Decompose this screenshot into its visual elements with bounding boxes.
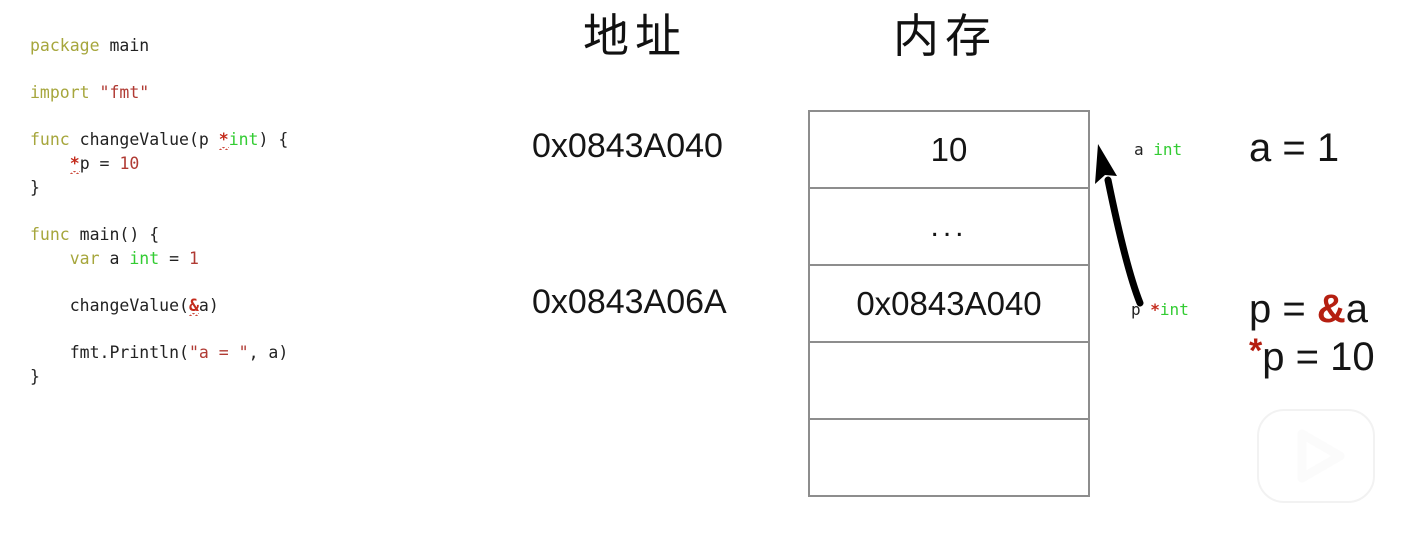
memory-cell <box>810 420 1088 495</box>
code-token: * <box>69 154 80 173</box>
code-token: * <box>218 130 229 149</box>
code-token: & <box>188 296 199 315</box>
expression-p-lhs: p = <box>1249 287 1317 331</box>
code-token: int <box>129 249 160 268</box>
memory-cell <box>810 343 1088 420</box>
code-token: "a = " <box>188 343 249 362</box>
address-label-row-0: 0x0843A040 <box>532 127 723 165</box>
code-token: } <box>30 367 40 386</box>
code-block: package main import "fmt" func changeValue… <box>30 34 490 389</box>
code-token: 10 <box>119 154 140 173</box>
code-token: var <box>69 249 110 268</box>
pointer-arrow-icon <box>1095 144 1144 307</box>
code-token <box>30 154 70 173</box>
code-line <box>30 271 490 294</box>
code-line: fmt.Println("a = ", a) <box>30 341 490 365</box>
code-token: changeValue( <box>30 296 189 315</box>
code-line <box>30 318 490 341</box>
code-token: 1 <box>189 249 199 268</box>
expression-p-assign: p = &a <box>1249 287 1368 332</box>
code-line: } <box>30 176 490 200</box>
type-annotation-a-name: a <box>1134 140 1144 159</box>
address-column-header: 地址 <box>583 9 687 63</box>
memory-cell: 10 <box>810 112 1088 189</box>
code-token: import <box>30 83 100 102</box>
type-annotation-p-star: * <box>1150 300 1160 319</box>
code-line: import "fmt" <box>30 81 490 105</box>
code-token: package <box>30 36 110 55</box>
code-line: package main <box>30 34 490 58</box>
memory-table: 10 ... 0x0843A040 <box>808 110 1090 497</box>
code-token: } <box>30 178 40 197</box>
tv-play-icon <box>1257 392 1375 503</box>
memory-cell: ... <box>810 189 1088 266</box>
code-token: = <box>159 249 189 268</box>
ampersand-symbol: & <box>1316 287 1346 331</box>
memory-cell: 0x0843A040 <box>810 266 1088 343</box>
expression-deref-assign: *p = 10 <box>1249 332 1375 380</box>
code-line: *p = 10 <box>30 152 490 176</box>
code-line <box>30 58 490 81</box>
expression-a-assign: a = 1 <box>1249 126 1339 171</box>
code-token: int <box>228 130 259 149</box>
code-token: main() { <box>79 225 160 244</box>
type-annotation-a: a int <box>1134 140 1182 159</box>
code-token: , a) <box>248 343 289 362</box>
code-token <box>30 249 70 268</box>
code-line <box>30 105 490 128</box>
expression-p-rhs: a <box>1345 287 1368 331</box>
code-token: main <box>109 36 150 55</box>
code-token: func <box>30 225 80 244</box>
code-token: p = <box>79 154 120 173</box>
type-annotation-p-name: p <box>1131 300 1141 319</box>
spacer <box>1144 140 1154 159</box>
code-line: changeValue(&a) <box>30 294 490 318</box>
spacer <box>1141 300 1151 319</box>
code-token: a <box>109 249 130 268</box>
type-annotation-p-type: int <box>1159 300 1189 319</box>
code-token: "fmt" <box>99 83 150 102</box>
code-token: fmt.Println( <box>30 343 189 362</box>
type-annotation-p: p *int <box>1131 300 1189 319</box>
asterisk-symbol: * <box>1249 332 1263 370</box>
address-label-row-2: 0x0843A06A <box>532 283 727 321</box>
code-line: } <box>30 365 490 389</box>
code-token: a) <box>198 296 219 315</box>
type-annotation-a-type: int <box>1153 140 1183 159</box>
expression-deref-rest: p = 10 <box>1262 335 1375 379</box>
code-line: var a int = 1 <box>30 247 490 271</box>
memory-column-header: 内存 <box>893 9 997 63</box>
code-token: func <box>30 130 80 149</box>
code-token: ) { <box>258 130 289 149</box>
expression-a-rhs: 1 <box>1316 126 1340 170</box>
code-line: func main() { <box>30 223 490 247</box>
expression-a-lhs: a = <box>1249 126 1317 170</box>
code-line: func changeValue(p *int) { <box>30 128 490 152</box>
code-line <box>30 200 490 223</box>
code-token: changeValue(p <box>79 130 219 149</box>
